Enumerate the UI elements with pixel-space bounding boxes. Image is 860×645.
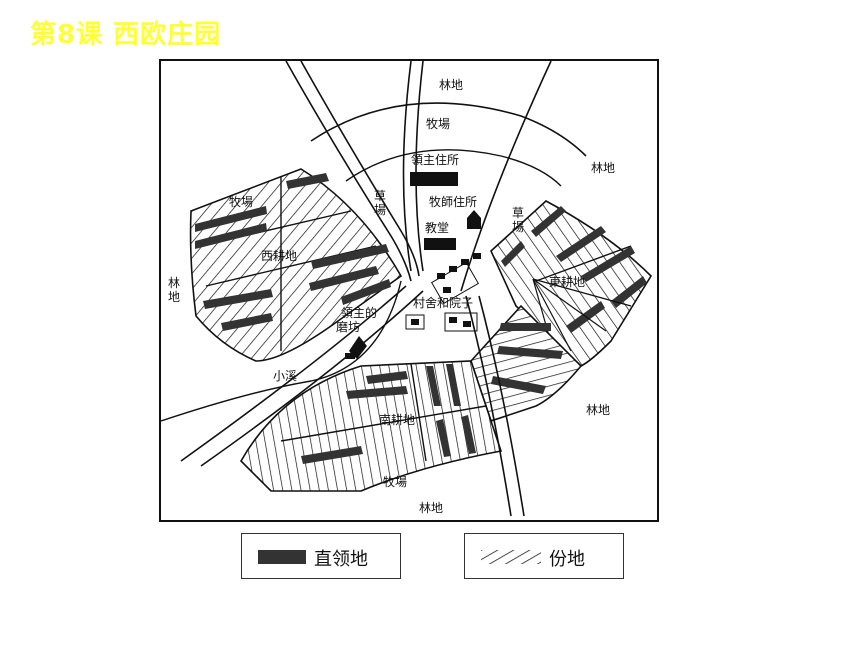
village-yards [405, 261, 480, 332]
village-cottages [411, 253, 481, 327]
label-west-field: 西耕地 [261, 249, 298, 263]
road-south [465, 295, 512, 517]
label-church: 教堂 [425, 221, 450, 235]
road-northeast [460, 61, 552, 292]
south-field-divider-2 [410, 363, 427, 462]
road-northwest [285, 61, 412, 282]
legend-demesne-swatch [258, 550, 306, 564]
legend-demesne: 直领地 [241, 533, 401, 579]
label-priest-residence: 牧師住所 [429, 195, 478, 209]
south-field-divider-1 [280, 405, 487, 442]
label-forest-top: 林地 [439, 78, 464, 92]
legend-strip: 份地 [464, 533, 624, 579]
legend-demesne-label: 直领地 [314, 549, 368, 570]
priest-residence-building [467, 218, 481, 229]
road-south-edge [478, 295, 525, 517]
label-pasture-bottom: 牧場 [383, 475, 408, 489]
southeast-field [470, 304, 583, 423]
manor-map: 林地 牧場 領主住所 牧師住所 教堂 林地 草場 草場 牧場 西耕地 東耕地 村… [159, 59, 659, 522]
label-forest-right: 林地 [586, 403, 611, 417]
west-field-divider-2 [205, 245, 377, 287]
east-field [490, 200, 653, 367]
inner-ring [345, 149, 562, 187]
southeast-field-demesne-strips [491, 323, 563, 394]
pasture-ring [310, 102, 587, 157]
south-field-demesne-strips [301, 364, 476, 464]
east-field-divider [535, 245, 632, 282]
church-building [424, 238, 456, 250]
label-pasture-left: 牧場 [229, 195, 254, 209]
label-meadow-left: 草場 [373, 189, 386, 217]
lord-residence-building [410, 172, 458, 186]
road-northwest-edge [300, 61, 420, 277]
road-southwest-edge [200, 290, 424, 467]
priest-residence-roof [467, 210, 481, 218]
manor-map-drawing [161, 61, 653, 517]
legend-strip-label: 份地 [549, 549, 585, 570]
mill-building [345, 336, 367, 359]
label-south-field: 南耕地 [379, 413, 416, 427]
label-stream: 小溪 [273, 369, 298, 383]
label-forest-top-right: 林地 [591, 161, 616, 175]
label-lord-residence: 領主住所 [411, 153, 460, 167]
label-east-field: 東耕地 [549, 275, 586, 289]
label-forest-left: 林地 [167, 276, 180, 304]
label-forest-bottom: 林地 [419, 501, 444, 515]
label-lord-mill-1: 領主的 [341, 306, 378, 320]
road-southwest [180, 285, 407, 462]
road-north [402, 61, 412, 272]
west-field-demesne-strips [195, 173, 391, 331]
slide-title: 第8课 西欧庄园 [30, 20, 222, 50]
legend-strip-swatch [481, 550, 541, 564]
label-pasture-top: 牧場 [426, 117, 451, 131]
label-lord-mill-2: 磨坊 [336, 320, 361, 334]
label-meadow-right: 草場 [511, 206, 524, 234]
label-village: 村舍和院子 [413, 296, 474, 310]
stream-line [161, 280, 402, 422]
